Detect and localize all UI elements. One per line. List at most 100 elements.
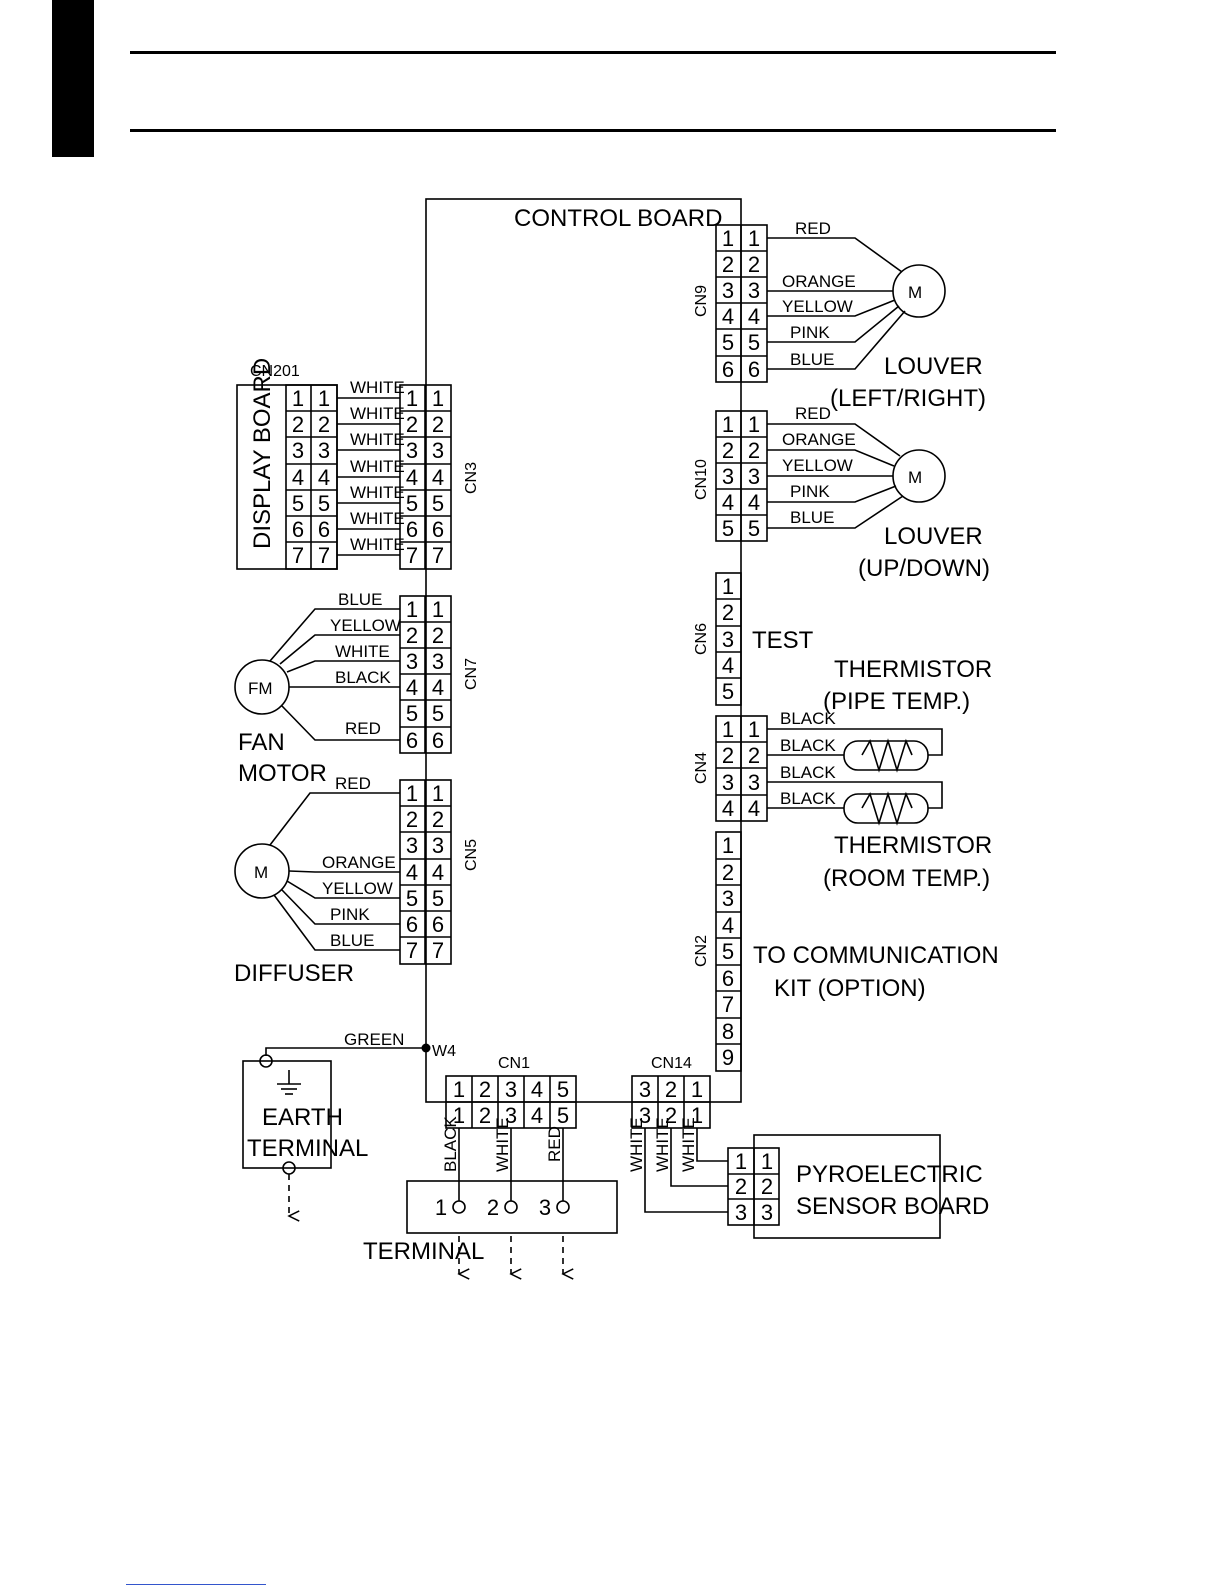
cn5-pin: 3 <box>432 833 444 858</box>
cn6-grid <box>715 572 742 706</box>
cn9-pin: 2 <box>722 252 734 277</box>
cn9-pin: 6 <box>748 357 760 382</box>
cn7-wire-white: WHITE <box>335 642 390 661</box>
cn7-pin: 4 <box>432 675 444 700</box>
cn14-wire-3: WHITE <box>627 1117 646 1172</box>
cn7-pin: 2 <box>432 623 444 648</box>
wiring-lines <box>234 198 946 1274</box>
cn201-label: CN201 <box>250 363 300 380</box>
w4-junction <box>421 1043 431 1053</box>
cn2-pin: 4 <box>722 913 734 938</box>
thermistor-pipe-label-2: (PIPE TEMP.) <box>823 688 970 715</box>
cn5-pin: 5 <box>406 886 418 911</box>
terminal-block <box>406 1180 618 1234</box>
cn10-pin: 3 <box>722 464 734 489</box>
ground-wire-green: GREEN <box>344 1030 404 1049</box>
cn1-label: CN1 <box>498 1055 530 1072</box>
cn3-wire-6: WHITE <box>350 509 405 528</box>
cn7-pin: 3 <box>432 649 444 674</box>
cn6-test-label: TEST <box>752 627 814 654</box>
cn5-pin: 4 <box>406 860 418 885</box>
cn3-pin: 7 <box>406 543 418 568</box>
cn5-pin: 1 <box>432 781 444 806</box>
cn201-pin: 2 <box>318 412 330 437</box>
cn7-label: CN7 <box>463 658 480 690</box>
diffuser-label: DIFFUSER <box>234 960 354 987</box>
cn4-wire-2: BLACK <box>780 736 836 755</box>
pyro-label-1: PYROELECTRIC <box>796 1161 983 1188</box>
cn7-wire-black: BLACK <box>335 668 391 687</box>
cn4-pin: 1 <box>722 717 734 742</box>
cn9-pin: 4 <box>748 304 760 329</box>
cn201-grid <box>285 384 338 570</box>
cn201-pin: 6 <box>318 517 330 542</box>
cn2-grid <box>715 831 742 1072</box>
cn5-pin: 7 <box>432 938 444 963</box>
cn7-pin: 6 <box>406 728 418 753</box>
cn3-pin: 5 <box>406 491 418 516</box>
thermistor-room-label-2: (ROOM TEMP.) <box>823 865 990 892</box>
cn6-pin: 4 <box>722 653 734 678</box>
pyro-label-2: SENSOR BOARD <box>796 1193 989 1220</box>
cn1-wire-black: BLACK <box>441 1116 460 1172</box>
cn10-wire-yellow: YELLOW <box>782 456 853 475</box>
cn3-wire-5: WHITE <box>350 483 405 502</box>
cn5-pin: 3 <box>406 833 418 858</box>
cn10-wire-pink: PINK <box>790 482 830 501</box>
cn9-pin: 1 <box>722 226 734 251</box>
thermistor-room-label-1: THERMISTOR <box>834 832 992 859</box>
cn5-label: CN5 <box>463 839 480 871</box>
cn9-grid <box>715 224 768 383</box>
fan-motor-letters: FM <box>248 679 273 698</box>
cn7-wire-yellow: YELLOW <box>330 616 401 635</box>
earth-terminal-box <box>242 1060 332 1169</box>
cn3-pin: 4 <box>432 465 444 490</box>
cn3-pin: 6 <box>432 517 444 542</box>
terminal-pin: 3 <box>539 1195 551 1220</box>
diffuser-motor-letter: M <box>254 863 268 882</box>
pyro-pin: 2 <box>735 1174 747 1199</box>
comm-kit-label-2: KIT (OPTION) <box>774 975 926 1002</box>
cn9-pin: 5 <box>722 330 734 355</box>
cn3-grid <box>399 384 452 570</box>
green-ground-wire <box>265 1047 426 1056</box>
cn201-pin: 1 <box>292 386 304 411</box>
cn14-wire-2: WHITE <box>653 1117 672 1172</box>
cn3-pin: 3 <box>406 438 418 463</box>
cn201-pin: 3 <box>292 438 304 463</box>
cn201-pin: 5 <box>318 491 330 516</box>
cn2-pin: 3 <box>722 886 734 911</box>
cn14-wire-1: WHITE <box>679 1117 698 1172</box>
cn10-pin: 2 <box>722 438 734 463</box>
louver-lr-label-2: (LEFT/RIGHT) <box>830 385 986 412</box>
cn1-pin: 4 <box>531 1103 543 1128</box>
cn10-pin: 4 <box>722 490 734 515</box>
cn1-pin: 3 <box>505 1103 517 1128</box>
louver-ud-label-1: LOUVER <box>884 523 983 550</box>
cn4-pin: 3 <box>722 770 734 795</box>
cn5-pin: 6 <box>432 912 444 937</box>
cn9-pin: 1 <box>748 226 760 251</box>
cn2-pin: 1 <box>722 833 734 858</box>
cn3-pin: 2 <box>432 412 444 437</box>
cn9-pin: 3 <box>748 278 760 303</box>
cn201-pin: 7 <box>318 543 330 568</box>
cn7-pin: 5 <box>406 701 418 726</box>
pyro-pin: 1 <box>735 1149 747 1174</box>
cn9-pin: 4 <box>722 304 734 329</box>
cn9-wires <box>767 237 906 370</box>
cn201-pin: 6 <box>292 517 304 542</box>
cn7-pin: 2 <box>406 623 418 648</box>
cn7-grid <box>399 595 452 754</box>
cn1-pin: 1 <box>453 1077 465 1102</box>
cn201-pin: 1 <box>318 386 330 411</box>
cn10-wire-orange: ORANGE <box>782 430 856 449</box>
cn10-motor-letter: M <box>908 468 922 487</box>
cn7-pin: 4 <box>406 675 418 700</box>
cn9-wire-orange: ORANGE <box>782 272 856 291</box>
cn201-pin: 4 <box>292 465 304 490</box>
cn3-pin: 7 <box>432 543 444 568</box>
pin-numbers: 1 1 2 2 3 3 4 4 5 5 6 6 7 7 1 1 2 2 3 3 … <box>292 226 773 1225</box>
cn1-pin: 5 <box>557 1103 569 1128</box>
cn4-label: CN4 <box>693 752 710 784</box>
